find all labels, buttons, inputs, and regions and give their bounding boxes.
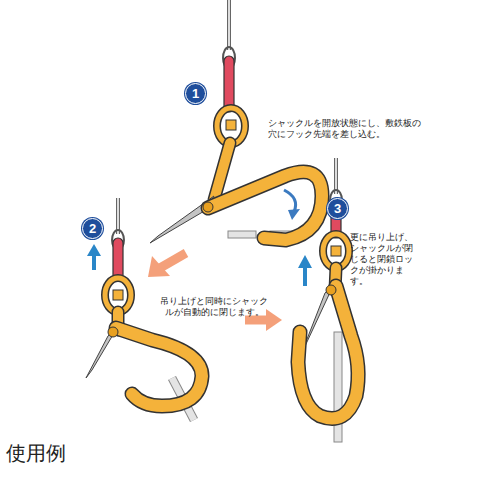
hook: [208, 172, 322, 240]
flow-arrow-head: [148, 256, 170, 277]
red-link: [113, 238, 123, 280]
steel-plate: [228, 231, 256, 238]
wire-rope: [335, 158, 337, 194]
hook: [298, 286, 358, 419]
swivel-nut: [331, 246, 341, 256]
callout-circle: 2: [82, 218, 103, 239]
shackle-latch: [150, 196, 214, 243]
hook: [116, 328, 202, 406]
callout-number: 2: [89, 221, 96, 236]
shackle-latch: [86, 328, 117, 378]
wire-rope: [117, 198, 119, 234]
flow-arrow-head: [266, 309, 282, 331]
swivel-nut: [113, 290, 123, 300]
hook: [298, 286, 358, 419]
callout-circle: 1: [185, 83, 206, 104]
callout-number: 1: [192, 86, 199, 101]
flow-arrow: [160, 253, 186, 268]
lift-arrow-head: [298, 255, 312, 268]
hook-body: [214, 143, 230, 200]
hook: [116, 328, 202, 406]
hook-body: [214, 143, 230, 200]
lift-arrow: [303, 266, 307, 286]
rotate-arrow-head: [288, 209, 300, 220]
wire-rope: [116, 198, 120, 234]
pivot-pin: [108, 327, 118, 337]
wire-rope: [227, 0, 231, 50]
wire-rope: [228, 0, 230, 50]
swivel-nut: [226, 120, 236, 130]
pivot-pin: [203, 202, 213, 212]
step-note: 吊り上げと同時にシャックルが自動的に閉じます。: [160, 296, 268, 318]
caption: 使用例: [6, 440, 66, 467]
rotate-arrow: [284, 190, 296, 212]
step-note: シャックルを開放状態にし、敷鉄板の穴にフック先端を差し込む。: [268, 118, 428, 140]
hook: [208, 172, 322, 240]
callout-number: 3: [334, 201, 341, 216]
red-link: [224, 56, 234, 112]
callout-circle: 3: [327, 198, 348, 219]
step-note: 更に吊り上げ、シャックルが閉じると閉鎖ロックが掛かります。: [350, 232, 416, 287]
lift-arrow-head: [87, 244, 101, 256]
lift-arrow: [92, 254, 96, 270]
pivot-pin: [326, 285, 336, 295]
wire-rope: [334, 158, 338, 194]
